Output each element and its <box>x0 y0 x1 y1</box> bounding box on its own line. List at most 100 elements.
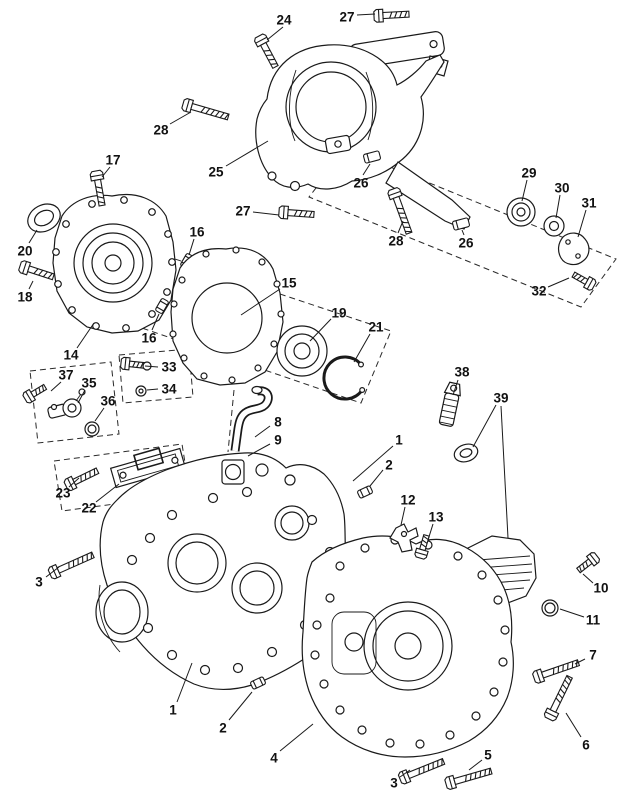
leader-line-28 <box>169 111 192 125</box>
callout-label-7-39: 7 <box>589 648 597 663</box>
leader-line-8 <box>254 425 271 438</box>
leader-line-33 <box>144 365 159 368</box>
bolt-32 <box>569 268 598 292</box>
callout-label-28-6: 28 <box>388 234 404 249</box>
callout-label-26-7: 26 <box>458 236 474 251</box>
callout-label-20-13: 20 <box>17 244 32 259</box>
callout-label-14-17: 14 <box>63 348 79 363</box>
leader-line-11 <box>559 608 585 618</box>
screw-group-box <box>118 348 194 404</box>
leader-line-14 <box>76 322 95 349</box>
leader-line-34 <box>146 388 159 391</box>
callout-label-22-33: 22 <box>81 501 96 516</box>
callout-label-12-34: 12 <box>400 493 415 508</box>
leader-line-16 <box>188 238 195 256</box>
leader-line-35 <box>77 389 86 404</box>
leader-line-36 <box>94 407 105 422</box>
leader-line-30 <box>555 194 561 219</box>
leader-line-37 <box>50 381 62 392</box>
retainer-plate-31 <box>557 232 590 266</box>
callout-label-24-1: 24 <box>276 13 292 28</box>
clamp-12 <box>389 523 419 553</box>
leader-line-9 <box>247 443 271 457</box>
callout-label-13-35: 13 <box>428 510 444 525</box>
bolt-27 <box>373 7 410 23</box>
crankcase-cover-25 <box>255 44 471 230</box>
bolt-3 <box>46 548 97 581</box>
breather-tube-8 <box>230 385 273 452</box>
callout-label-16-16: 16 <box>141 331 157 346</box>
leader-line-18 <box>28 280 34 290</box>
callout-label-15-18: 15 <box>281 276 297 291</box>
oil-seal-20 <box>27 203 61 233</box>
dowel-pin-2 <box>356 484 374 500</box>
bolt-6 <box>542 673 576 723</box>
check-valve-35 <box>47 388 86 419</box>
leader-line-26 <box>362 163 371 176</box>
callout-label-38-28: 38 <box>454 365 470 380</box>
leader-line-6 <box>565 712 582 738</box>
screw-33 <box>119 356 146 372</box>
callout-label-21-20: 21 <box>368 320 384 335</box>
callout-label-3-36: 3 <box>35 575 43 590</box>
leader-line-3 <box>399 769 411 778</box>
bolt-27 <box>278 205 315 222</box>
leader-line-32 <box>547 277 570 288</box>
callout-label-31-10: 31 <box>581 196 597 211</box>
bolt-7 <box>531 656 582 685</box>
callout-label-27-0: 27 <box>339 10 354 25</box>
callout-label-19-19: 19 <box>331 306 346 321</box>
valve-group-box <box>29 361 120 444</box>
plug-bolt-10 <box>574 550 602 576</box>
leader-line-31 <box>577 209 587 238</box>
leader-line-22 <box>95 483 120 503</box>
leader-line-5 <box>468 759 483 771</box>
gasket-15 <box>169 246 285 386</box>
bolt-37 <box>21 381 49 405</box>
callout-label-5-41: 5 <box>484 748 492 763</box>
callout-label-30-9: 30 <box>554 181 569 196</box>
bolt-24 <box>252 32 282 71</box>
o-ring-11 <box>541 599 559 617</box>
callout-label-3-43: 3 <box>390 776 398 791</box>
callout-label-11-38: 11 <box>586 613 601 628</box>
leader-line-7 <box>574 658 586 665</box>
callout-label-35-22: 35 <box>81 376 97 391</box>
bolt-28 <box>180 97 231 124</box>
leader-line-12 <box>400 506 406 526</box>
callout-label-18-14: 18 <box>17 290 33 305</box>
callout-label-1-30: 1 <box>395 433 403 448</box>
washer-34 <box>135 385 147 397</box>
bolt-5 <box>443 764 494 791</box>
leader-line-16 <box>151 313 160 331</box>
leader-line-39 <box>472 404 497 448</box>
callout-label-36-23: 36 <box>100 394 116 409</box>
callout-label-16-15: 16 <box>189 225 205 240</box>
leader-line-1 <box>176 662 193 703</box>
callout-label-39-29: 39 <box>493 391 508 406</box>
leader-line-17 <box>101 166 111 178</box>
o-ring-36 <box>84 421 100 437</box>
callout-label-26-4: 26 <box>353 176 369 191</box>
leader-line-29 <box>521 179 528 202</box>
callout-label-1-44: 1 <box>169 703 177 718</box>
leader-line-38 <box>452 379 459 396</box>
side-cover-14 <box>52 193 177 334</box>
crankcase-right-half <box>301 535 537 758</box>
callout-label-4-42: 4 <box>270 751 278 766</box>
leader-line-15 <box>240 288 281 316</box>
bolt-18 <box>17 259 56 284</box>
union-bolt-38 <box>438 381 461 427</box>
callout-label-10-37: 10 <box>593 581 608 596</box>
callout-label-29-8: 29 <box>521 166 536 181</box>
callout-label-6-40: 6 <box>582 738 590 753</box>
leader-line-2 <box>228 691 253 721</box>
leader-line-1 <box>352 445 394 482</box>
washer-30 <box>543 215 565 237</box>
leader-line-39 <box>500 405 509 539</box>
leader-line-23 <box>68 477 80 488</box>
leader-line-27 <box>252 211 280 216</box>
callout-label-17-12: 17 <box>105 153 120 168</box>
